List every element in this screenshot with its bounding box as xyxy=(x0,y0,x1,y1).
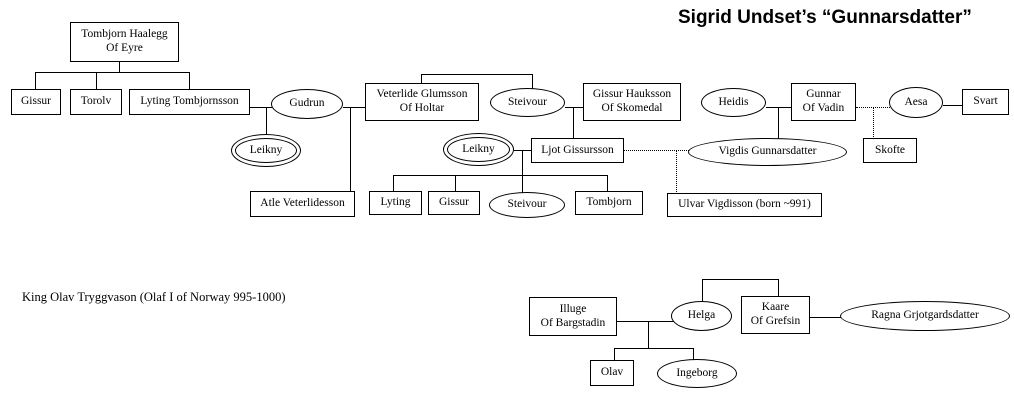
node-label-ljot-gissursson: Ljot Gissursson xyxy=(541,143,614,156)
edge-ljot-children-bracket xyxy=(393,175,608,176)
node-veterlide-glumsson-of-holtar: Veterlide Glumsson Of Holtar xyxy=(365,83,479,121)
node-ulvar-vigdisson: Ulvar Vigdisson (born ~991) xyxy=(667,193,822,217)
node-label-ingeborg: Ingeborg xyxy=(676,366,718,379)
edge-tombjorn-children-drop xyxy=(119,62,120,73)
edge-gudrun-veterlide-marriage xyxy=(343,107,366,108)
edge-drop-atle xyxy=(350,107,351,192)
edge-drop-gissur2 xyxy=(455,175,456,192)
node-steivour-2: Steivour xyxy=(489,192,565,218)
edge-veterlide-steivour-bracket-seg1 xyxy=(421,74,533,75)
edge-drop-tombjorn2 xyxy=(607,175,608,192)
edge-veterlide-steivour-bracket-seg2 xyxy=(532,74,533,89)
node-label-torolv: Torolv xyxy=(80,95,112,108)
node-tombjorn-ljotsson: Tombjorn xyxy=(575,191,643,215)
node-steivour-1: Steivour xyxy=(490,88,565,117)
node-label-gissur-tombjornsson: Gissur xyxy=(20,95,52,108)
node-aesa: Aesa xyxy=(889,87,943,118)
edge-drop-gissur xyxy=(35,72,36,90)
edge-drop-leikny1 xyxy=(266,107,267,135)
edge-drop-skofte-dotted xyxy=(873,107,874,139)
node-label-kaare-of-grefsin: Kaare Of Grefsin xyxy=(750,301,801,327)
node-label-vigdis-gunnarsdatter: Vigdis Gunnarsdatter xyxy=(718,145,817,158)
node-label-ragna-grjotgardsdatter: Ragna Grjotgardsdatter xyxy=(871,309,979,322)
node-label-gissur-hauksson-of-skomedal: Gissur Hauksson Of Skomedal xyxy=(592,88,672,114)
node-svart: Svart xyxy=(962,89,1009,115)
node-ingeborg: Ingeborg xyxy=(657,359,737,388)
diagram-title: Sigrid Undset’s “Gunnarsdatter” xyxy=(678,7,972,28)
node-label-lyting-ljotsson: Lyting xyxy=(380,196,411,209)
node-label-veterlide-glumsson-of-holtar: Veterlide Glumsson Of Holtar xyxy=(376,88,468,114)
node-tombjorn-haalegg-of-eyre: Tombjorn Haalegg Of Eyre xyxy=(70,22,179,62)
edge-drop-torolv xyxy=(96,72,97,90)
node-label-steivour-1: Steivour xyxy=(508,95,547,108)
edge-drop-lyting2 xyxy=(393,175,394,192)
edge-leikny2-ljot-marriage xyxy=(514,150,532,151)
edge-drop-ljot xyxy=(573,107,574,139)
node-label-olav: Olav xyxy=(600,366,624,379)
node-label-lyting-tombjornsson: Lyting Tombjornsson xyxy=(140,95,239,108)
node-label-gunnar-of-vadin: Gunnar Of Vadin xyxy=(802,88,845,114)
node-label-helga: Helga xyxy=(687,309,716,322)
node-illuge-of-bargstadin: Illuge Of Bargstadin xyxy=(529,297,617,336)
edge-drop-vigdis xyxy=(778,107,779,139)
node-leikny-2: Leikny xyxy=(443,133,514,166)
edge-heidis-gunnar-marriage xyxy=(766,107,792,108)
node-leikny-2-inner-ring: Leikny xyxy=(447,137,510,162)
edge-illuge-children-drop xyxy=(648,321,649,349)
node-ragna-grjotgardsdatter: Ragna Grjotgardsdatter xyxy=(840,301,1010,331)
edge-lyting-gudrun-marriage xyxy=(250,107,272,108)
edge-tombjorn-children-bracket xyxy=(35,72,190,73)
edge-drop-ulvar-dotted xyxy=(676,150,677,194)
node-skofte: Skofte xyxy=(863,138,917,163)
node-kaare-of-grefsin: Kaare Of Grefsin xyxy=(741,296,810,334)
node-label-atle-veterlidesson: Atle Veterlidesson xyxy=(260,197,345,210)
node-gudrun: Gudrun xyxy=(271,89,343,119)
node-gissur-tombjornsson: Gissur xyxy=(11,89,61,115)
edge-helga-kaare-bracket-seg2 xyxy=(778,279,779,297)
edge-helga-kaare-bracket-seg0 xyxy=(702,279,703,302)
edge-drop-ingeborg xyxy=(693,348,694,360)
edge-drop-lyting xyxy=(189,72,190,90)
node-lyting-tombjornsson: Lyting Tombjornsson xyxy=(129,89,250,115)
node-gunnar-of-vadin: Gunnar Of Vadin xyxy=(791,83,856,121)
node-label-skofte: Skofte xyxy=(874,143,906,156)
node-helga: Helga xyxy=(671,301,732,331)
edge-helga-kaare-bracket-seg1 xyxy=(702,279,779,280)
node-label-tombjorn-ljotsson: Tombjorn xyxy=(586,196,632,209)
node-label-svart: Svart xyxy=(973,95,998,108)
node-leikny-1: Leikny xyxy=(231,134,301,167)
node-label-steivour-2: Steivour xyxy=(507,198,547,211)
node-label-tombjorn-haalegg-of-eyre: Tombjorn Haalegg Of Eyre xyxy=(81,28,168,54)
edge-ljot-children-drop xyxy=(522,150,523,176)
node-label-illuge-of-bargstadin: Illuge Of Bargstadin xyxy=(540,302,606,329)
node-leikny-1-inner-ring: Leikny xyxy=(235,138,297,163)
node-label-leikny-2: Leikny xyxy=(462,142,495,155)
node-gissur-ljotsson: Gissur xyxy=(428,191,480,215)
node-label-heidis: Heidis xyxy=(718,95,749,108)
edge-illuge-helga-marriage xyxy=(617,321,674,322)
edge-drop-steivour2 xyxy=(522,175,523,193)
node-olav: Olav xyxy=(590,360,634,386)
node-gissur-hauksson-of-skomedal: Gissur Hauksson Of Skomedal xyxy=(583,83,681,121)
edge-kaare-ragna-marriage xyxy=(810,317,841,318)
edge-illuge-children-bracket xyxy=(614,348,694,349)
node-label-gissur-ljotsson: Gissur xyxy=(438,196,470,209)
node-label-leikny-1: Leikny xyxy=(249,143,283,156)
node-lyting-ljotsson: Lyting xyxy=(369,191,422,215)
node-torolv: Torolv xyxy=(70,89,122,115)
node-ljot-gissursson: Ljot Gissursson xyxy=(531,138,624,163)
edge-veterlide-steivour-bracket-seg0 xyxy=(421,74,422,84)
node-label-gudrun: Gudrun xyxy=(289,97,325,110)
edge-ljot-vigdis-dotted xyxy=(624,150,689,151)
node-heidis: Heidis xyxy=(701,88,766,117)
edge-aesa-svart-marriage xyxy=(943,105,963,106)
node-vigdis-gunnarsdatter: Vigdis Gunnarsdatter xyxy=(688,138,847,166)
node-label-aesa: Aesa xyxy=(904,95,928,108)
node-label-ulvar-vigdisson: Ulvar Vigdisson (born ~991) xyxy=(678,198,811,211)
edge-drop-olav xyxy=(614,348,615,361)
edge-steivour-gissur-hauksson-marriage xyxy=(565,107,584,108)
king-olav-note: King Olav Tryggvason (Olaf I of Norway 9… xyxy=(22,290,286,304)
node-atle-veterlidesson: Atle Veterlidesson xyxy=(250,191,355,217)
